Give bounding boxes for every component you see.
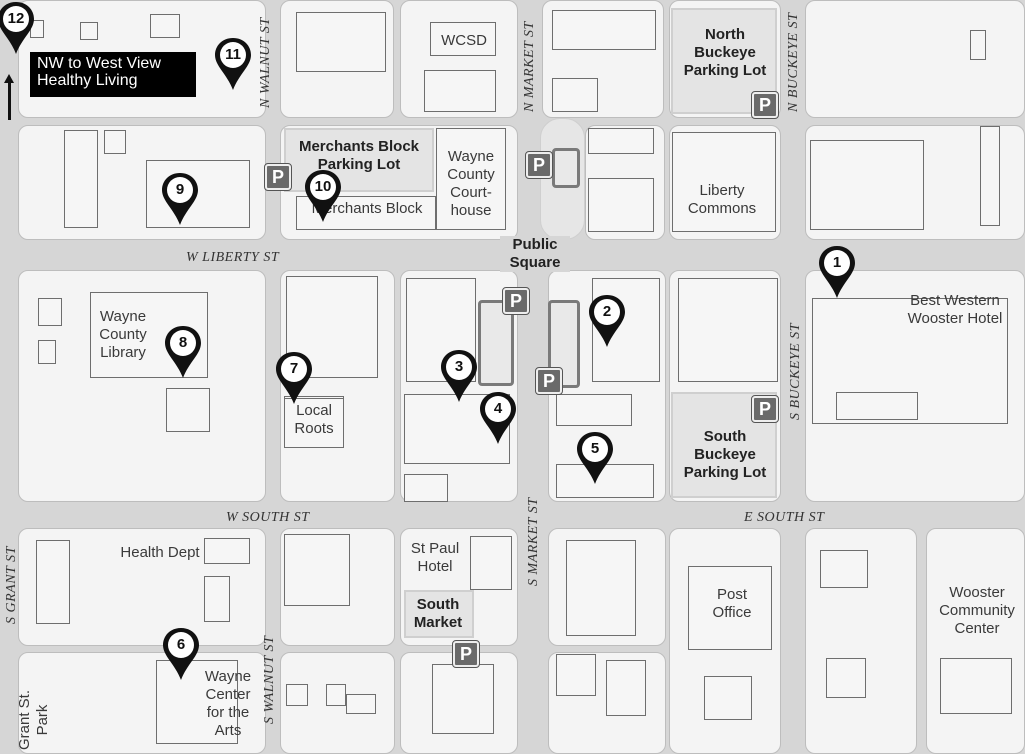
building (404, 474, 448, 502)
grant-st-park-label: Grant St. Park (16, 689, 51, 751)
city-block (400, 0, 518, 118)
merchants-block-lot-label: Merchants Block Parking Lot (298, 138, 420, 173)
building (432, 664, 494, 734)
building (826, 658, 866, 698)
street-n-market: N MARKET ST (522, 21, 537, 112)
north-arrow-icon (4, 74, 14, 120)
street-s-walnut: S WALNUT ST (262, 635, 277, 724)
south-buckeye-lot-label: South Buckeye Parking Lot (683, 428, 767, 481)
building (64, 130, 98, 228)
location-marker-9[interactable]: 9 (160, 171, 200, 227)
building (588, 128, 654, 154)
building (704, 676, 752, 720)
direction-callout: NW to West View Healthy Living (30, 52, 196, 97)
parking-icon[interactable]: P (751, 91, 779, 119)
location-marker-6[interactable]: 6 (161, 626, 201, 682)
local-roots-building (284, 398, 344, 448)
location-marker-7[interactable]: 7 (274, 350, 314, 406)
south-market-lot (404, 590, 474, 638)
building (346, 694, 376, 714)
building (104, 130, 126, 154)
building (80, 22, 98, 40)
public-square-label: Public Square (500, 236, 570, 272)
building (38, 340, 56, 364)
liberty-commons-label: Liberty Commons (687, 182, 757, 217)
building (326, 684, 346, 706)
building (836, 392, 918, 420)
st-paul-hotel-label: St Paul Hotel (410, 540, 460, 575)
building (810, 140, 924, 230)
building (678, 278, 778, 382)
building (688, 566, 772, 650)
parking-icon[interactable]: P (452, 640, 480, 668)
south-market-label: South Market (413, 596, 463, 631)
building (38, 298, 62, 326)
parking-icon[interactable]: P (751, 395, 779, 423)
parking-structure (552, 148, 580, 188)
location-marker-3[interactable]: 3 (439, 348, 479, 404)
parking-icon[interactable]: P (264, 163, 292, 191)
building (588, 178, 654, 232)
wayne-center-arts-label: Wayne Center for the Arts (204, 668, 252, 739)
location-marker-10[interactable]: 10 (303, 168, 343, 224)
building (970, 30, 986, 60)
parking-structure (478, 300, 514, 386)
building (556, 654, 596, 696)
courthouse-label: Wayne County Court- house (447, 148, 495, 219)
building (552, 10, 656, 50)
parking-icon[interactable]: P (525, 151, 553, 179)
best-western-label: Best Western Wooster Hotel (907, 292, 1003, 327)
street-w-south: W SOUTH ST (226, 510, 310, 525)
building (286, 684, 308, 706)
building (470, 536, 512, 590)
location-marker-4[interactable]: 4 (478, 390, 518, 446)
street-w-liberty: W LIBERTY ST (186, 250, 280, 265)
building (424, 70, 496, 112)
north-buckeye-lot-label: North Buckeye Parking Lot (683, 26, 767, 79)
location-marker-11[interactable]: 11 (213, 36, 253, 92)
health-dept-label: Health Dept (120, 544, 200, 561)
building (36, 540, 70, 624)
building (556, 394, 632, 426)
street-n-buckeye: N BUCKEYE ST (786, 12, 801, 112)
street-e-south: E SOUTH ST (744, 510, 825, 525)
building (204, 576, 230, 622)
building (430, 22, 496, 56)
building (552, 78, 598, 112)
parking-icon[interactable]: P (502, 287, 530, 315)
building (156, 660, 238, 744)
street-n-walnut: N WALNUT ST (258, 17, 273, 108)
location-marker-2[interactable]: 2 (587, 293, 627, 349)
parking-icon[interactable]: P (535, 367, 563, 395)
building (980, 126, 1000, 226)
building (606, 660, 646, 716)
local-roots-label: Local Roots (294, 402, 334, 437)
building (284, 534, 350, 606)
wayne-library-label: Wayne County Library (99, 308, 147, 361)
courthouse-building (436, 128, 506, 230)
location-marker-8[interactable]: 8 (163, 324, 203, 380)
parking-structure (548, 300, 580, 388)
street-s-market: S MARKET ST (526, 497, 541, 586)
city-block (926, 528, 1025, 754)
wcsd-label: WCSD (441, 32, 487, 49)
building (204, 538, 250, 564)
location-marker-5[interactable]: 5 (575, 430, 615, 486)
building (296, 12, 386, 72)
street-s-buckeye: S BUCKEYE ST (788, 322, 803, 420)
location-marker-1[interactable]: 1 (817, 244, 857, 300)
building (672, 132, 776, 232)
building (940, 658, 1012, 714)
post-office-label: Post Office (712, 586, 752, 621)
city-block (805, 0, 1025, 118)
building (166, 388, 210, 432)
building (820, 550, 868, 588)
location-marker-12[interactable]: 12 (0, 0, 36, 56)
building (150, 14, 180, 38)
community-center-label: Wooster Community Center (939, 584, 1015, 637)
street-s-grant: S GRANT ST (4, 546, 19, 624)
building (566, 540, 636, 636)
